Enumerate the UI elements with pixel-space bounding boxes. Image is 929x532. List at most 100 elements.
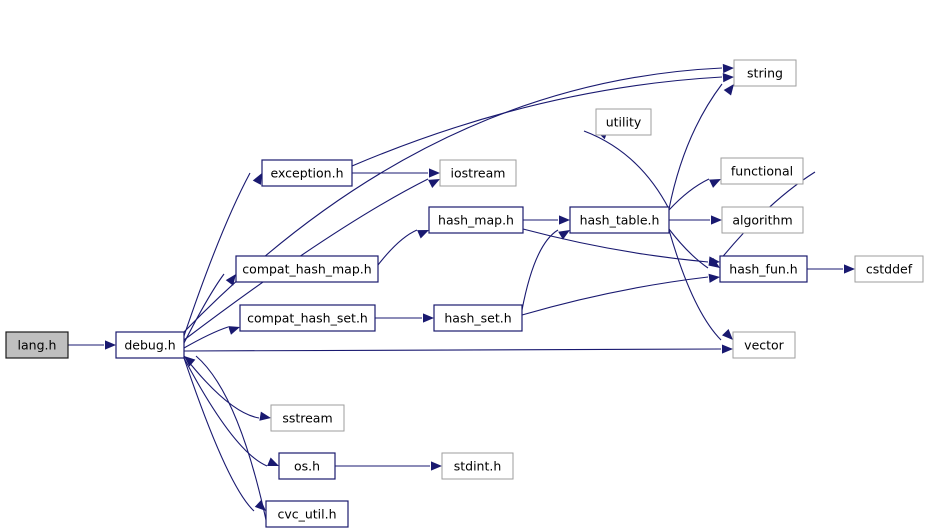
- arrowhead-icon: [225, 274, 236, 286]
- arrowhead-icon: [252, 173, 262, 185]
- node-stdint[interactable]: stdint.h: [441, 452, 514, 480]
- arrowhead-icon: [558, 230, 570, 240]
- node-iostream[interactable]: iostream: [439, 159, 517, 187]
- arrowhead-icon: [559, 215, 570, 225]
- node-label-iostream: iostream: [451, 166, 506, 181]
- node-box-os[interactable]: [278, 452, 336, 480]
- arrowhead-icon: [711, 215, 722, 225]
- arrowhead-icon: [708, 273, 720, 283]
- node-box-algorithm[interactable]: [721, 206, 804, 234]
- node-os[interactable]: os.h: [278, 452, 336, 480]
- arrowhead-icon: [228, 326, 240, 335]
- node-box-exception[interactable]: [261, 159, 353, 187]
- arrowhead-icon: [259, 411, 271, 421]
- node-exception[interactable]: exception.h: [261, 159, 353, 187]
- arrowhead-icon: [722, 73, 734, 83]
- edge-hash_table-to-vector: [668, 229, 722, 341]
- node-box-functional[interactable]: [720, 157, 804, 185]
- node-label-stdint: stdint.h: [454, 459, 502, 474]
- arrowhead-icon: [254, 500, 266, 511]
- node-label-cvc_util: cvc_util.h: [277, 507, 336, 522]
- edge-debug-to-cvc_util: [183, 357, 255, 512]
- arrowhead-icon: [722, 63, 734, 74]
- node-lang[interactable]: lang.h: [5, 331, 69, 359]
- arrowhead-icon: [184, 356, 196, 367]
- node-box-compat_hash_map[interactable]: [235, 255, 379, 283]
- node-label-vector: vector: [744, 338, 785, 353]
- arrowhead-icon: [723, 84, 734, 96]
- edge-debug-to-compat_hash_set: [183, 326, 229, 349]
- node-label-exception: exception.h: [271, 166, 344, 181]
- node-label-cstddef: cstddef: [866, 262, 913, 277]
- edge-hash_table-to-functional: [668, 178, 710, 211]
- arrowhead-icon: [709, 179, 721, 188]
- node-utility[interactable]: utility: [595, 108, 652, 136]
- node-box-hash_fun[interactable]: [719, 255, 808, 283]
- node-box-debug[interactable]: [115, 331, 185, 359]
- node-box-hash_set[interactable]: [433, 304, 523, 332]
- node-label-compat_hash_set: compat_hash_set.h: [247, 311, 368, 326]
- node-box-stdint[interactable]: [441, 452, 514, 480]
- node-label-compat_hash_map: compat_hash_map.h: [242, 262, 371, 277]
- arrowhead-icon: [708, 257, 720, 268]
- edge-hash_table-to-hash_fun: [668, 228, 709, 269]
- node-compat_hash_map[interactable]: compat_hash_map.h: [235, 255, 379, 283]
- edge-compat_hash_map-to-hash_map: [377, 229, 418, 266]
- arrowhead-icon: [844, 264, 855, 274]
- edge-hash_map-to-hash_fun: [522, 228, 709, 263]
- node-box-hash_table[interactable]: [569, 206, 670, 234]
- edge-debug-to-exception: [183, 172, 251, 337]
- node-label-sstream: sstream: [282, 411, 332, 426]
- node-box-vector[interactable]: [732, 331, 796, 359]
- node-functional[interactable]: functional: [720, 157, 804, 185]
- edge-debug-to-os: [183, 357, 268, 467]
- node-label-lang: lang.h: [18, 338, 57, 353]
- node-label-hash_table: hash_table.h: [580, 213, 660, 228]
- node-hash_fun[interactable]: hash_fun.h: [719, 255, 808, 283]
- node-cstddef[interactable]: cstddef: [854, 255, 924, 283]
- arrowhead-icon: [722, 328, 733, 340]
- node-label-debug: debug.h: [124, 338, 175, 353]
- node-box-compat_hash_set[interactable]: [239, 304, 376, 332]
- node-label-functional: functional: [731, 164, 793, 179]
- node-box-lang[interactable]: [5, 331, 69, 359]
- node-label-os: os.h: [294, 459, 320, 474]
- node-hash_set[interactable]: hash_set.h: [433, 304, 523, 332]
- edge-debug-to-iostream: [183, 178, 429, 341]
- node-box-cstddef[interactable]: [854, 255, 924, 283]
- arrowhead-icon: [429, 168, 440, 178]
- arrowhead-icon: [423, 313, 434, 323]
- node-hash_map[interactable]: hash_map.h: [428, 206, 524, 234]
- node-box-string[interactable]: [733, 59, 797, 87]
- edge-cvc_util-to-debug: [195, 355, 267, 521]
- arrowhead-icon: [267, 457, 279, 466]
- edge-debug-to-compat_hash_map: [183, 273, 225, 344]
- edge-layer: [67, 63, 855, 521]
- edge-exception-to-string: [351, 76, 723, 167]
- edge-hash_set-to-hash_fun: [521, 276, 709, 316]
- arrowhead-icon: [431, 461, 442, 471]
- node-algorithm[interactable]: algorithm: [721, 206, 804, 234]
- node-label-algorithm: algorithm: [732, 213, 792, 228]
- node-compat_hash_set[interactable]: compat_hash_set.h: [239, 304, 376, 332]
- edge-hash_table-to-utility: [583, 130, 670, 210]
- node-box-sstream[interactable]: [270, 404, 345, 432]
- arrowhead-icon: [417, 230, 429, 239]
- node-box-cvc_util[interactable]: [265, 500, 349, 528]
- edge-hash_table-to-string: [668, 83, 723, 210]
- node-box-iostream[interactable]: [439, 159, 517, 187]
- node-sstream[interactable]: sstream: [270, 404, 345, 432]
- node-cvc_util[interactable]: cvc_util.h: [265, 500, 349, 528]
- node-debug[interactable]: debug.h: [115, 331, 185, 359]
- node-vector[interactable]: vector: [732, 331, 796, 359]
- node-box-hash_map[interactable]: [428, 206, 524, 234]
- node-hash_table[interactable]: hash_table.h: [569, 206, 670, 234]
- node-string[interactable]: string: [733, 59, 797, 87]
- node-label-hash_set: hash_set.h: [444, 311, 511, 326]
- edge-debug-to-string: [183, 67, 723, 333]
- node-box-utility[interactable]: [595, 108, 652, 136]
- node-layer: lang.h debug.h exception.h compat_hash_map.…: [5, 59, 924, 528]
- node-label-string: string: [747, 66, 783, 81]
